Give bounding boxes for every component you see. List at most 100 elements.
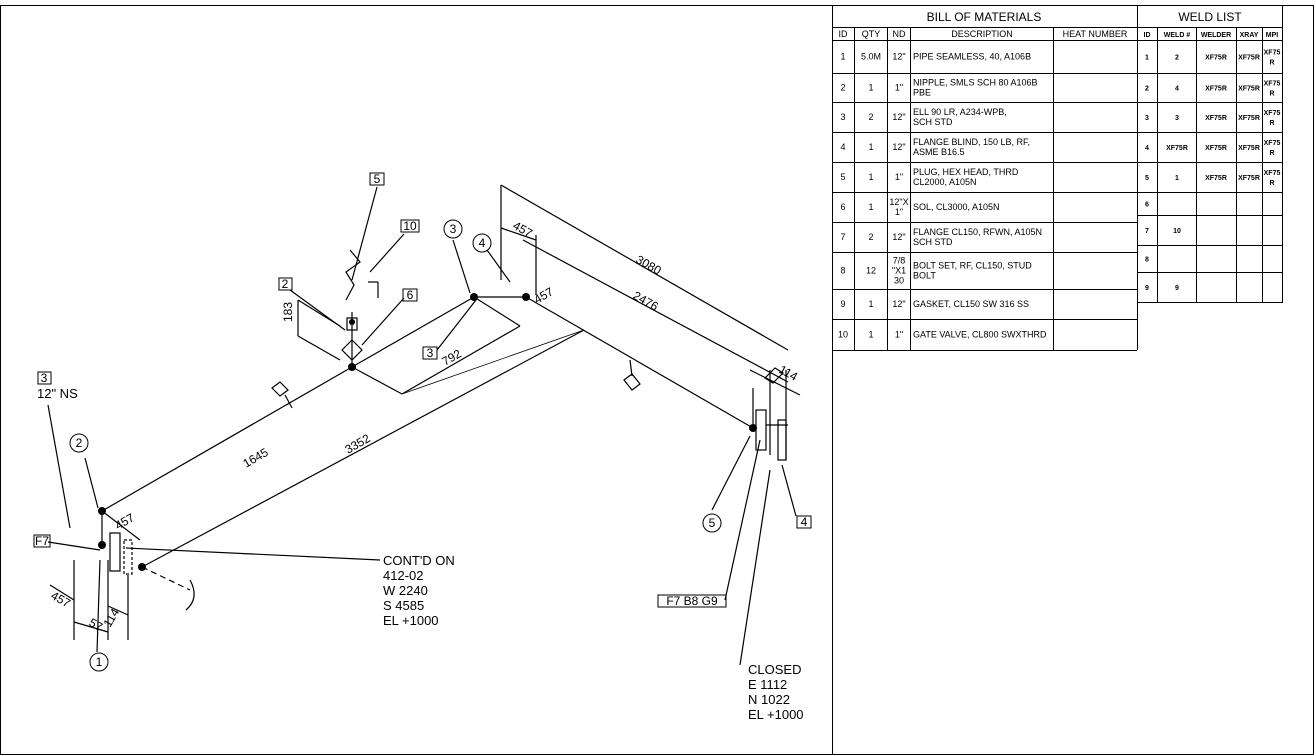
weld-cell-xray: XF75R	[1238, 86, 1260, 93]
box-F7: F7	[35, 534, 49, 548]
bom-cell-qty: 2	[868, 112, 873, 122]
leader-contd	[125, 547, 381, 561]
note-closed-line: E 1112	[748, 677, 787, 692]
bom-cell-nd: 12"	[892, 299, 905, 309]
weld-cell-mpi: R	[1269, 91, 1274, 98]
bom-cell-desc: ASME B16.5	[913, 147, 965, 157]
flange-left	[109, 532, 121, 572]
weld-cell-mpi: XF75	[1264, 170, 1281, 177]
bom-cell-nd: 12"	[892, 142, 905, 152]
bom-text: BILL OF MATERIALS ID QTY ND DESCRIPTION …	[839, 10, 1128, 39]
leader-box6	[361, 297, 405, 346]
weld-cell-number: 4	[1175, 86, 1179, 93]
bom-cell-nd: 7/8	[893, 256, 906, 266]
note-contd-line: EL +1000	[383, 613, 439, 628]
bom-cell-desc: PBE	[913, 88, 931, 98]
dim-57: 57	[87, 615, 106, 634]
label-box	[33, 534, 51, 548]
bom-cell-nd: 1"	[895, 172, 903, 182]
leader-box2	[289, 289, 346, 331]
bom-cell-desc: SCH STD	[913, 237, 953, 247]
bom-cell-qty: 1	[868, 83, 873, 93]
note-closed-line: CLOSED	[748, 662, 801, 677]
dim-114-right	[749, 369, 801, 396]
balloon-circle	[472, 233, 492, 253]
weld-cell-mpi: XF75	[1264, 140, 1281, 147]
weld-cell-welder: XF75R	[1205, 175, 1227, 182]
weld-cell-number: 2	[1175, 55, 1179, 62]
label-box	[402, 288, 418, 302]
balloon-circle	[443, 219, 463, 239]
bom-cell-qty: 1	[868, 330, 873, 340]
bom-cell-id: 8	[840, 266, 845, 276]
break-symbol	[185, 579, 195, 611]
dim-457-elbow-line	[473, 296, 521, 327]
isometric-drawing	[47, 184, 801, 666]
dim-457-elbow: 457	[532, 284, 557, 306]
bom-cell-qty: 1	[868, 142, 873, 152]
dim-114-line	[107, 605, 129, 616]
weld-cell-id: 7	[1145, 228, 1149, 235]
note-contd-line: S 4585	[383, 598, 424, 613]
weld-cell-mpi: XF75	[1264, 50, 1281, 57]
bom-cell-desc: GATE VALVE, CL800 SWXTHRD	[913, 330, 1047, 340]
bom-header-id: ID	[839, 29, 849, 39]
weld-dot	[349, 319, 355, 325]
box-2: 2	[282, 277, 289, 291]
weld-cell-id: 4	[1145, 145, 1149, 152]
bom-cell-desc: NIPPLE, SMLS SCH 80 A106B	[913, 78, 1038, 88]
box-6: 6	[407, 288, 414, 302]
dim-457-top: 457	[511, 218, 536, 240]
bom-cell-nd: "X1	[892, 266, 906, 276]
blind-flange-right	[777, 419, 787, 461]
leader-b5	[711, 435, 751, 511]
bom-cell-nd: 1"	[895, 207, 903, 217]
bom-cell-desc: BOLT SET, RF, CL150, STUD	[913, 261, 1032, 271]
balloon-5: 5	[709, 516, 716, 530]
label-box	[422, 346, 438, 360]
bom-cell-desc: PLUG, HEX HEAD, THRD	[913, 167, 1019, 177]
dim-183: 183	[281, 302, 295, 322]
leader-b2	[84, 457, 99, 509]
plug-icon	[346, 317, 358, 331]
label-box	[657, 594, 727, 608]
weld-header-weld: WELD #	[1164, 32, 1191, 39]
bom-cell-nd: 30	[894, 276, 904, 286]
bom-cell-nd: 1"	[895, 330, 903, 340]
leader-closed	[739, 469, 771, 666]
leader-b4	[486, 249, 511, 283]
weld-cell-id: 1	[1145, 55, 1149, 62]
note-contd-line: CONT'D ON	[383, 553, 455, 568]
leader-box4	[781, 464, 797, 517]
weld-cell-number: 9	[1175, 285, 1179, 292]
bom-cell-id: 6	[840, 202, 845, 212]
dim-57-line	[73, 621, 109, 633]
weld-dot	[98, 541, 106, 549]
dim-3352-line	[141, 329, 585, 568]
dim-792-line	[351, 366, 403, 395]
flow-arrow-right-tail	[629, 359, 633, 377]
bom-cell-desc: ELL 90 LR, A234-WPB,	[913, 107, 1007, 117]
weld-cell-mpi: R	[1269, 180, 1274, 187]
label-box	[796, 515, 812, 529]
weld-header-id: ID	[1144, 32, 1151, 39]
bom-cell-qty: 12	[866, 266, 876, 276]
flow-arrow-right	[623, 373, 641, 391]
box-fbg: F7 B8 G9	[666, 594, 718, 608]
weld-header-xray: XRAY	[1240, 32, 1259, 39]
note-contd-line: 412-02	[383, 568, 423, 583]
bom-header-desc: DESCRIPTION	[951, 29, 1013, 39]
weld-cell-id: 9	[1145, 285, 1149, 292]
weld-cell-xray: XF75R	[1238, 115, 1260, 122]
balloon-1: 1	[96, 655, 103, 669]
weld-cell-welder: XF75R	[1205, 55, 1227, 62]
balloon-circle	[69, 433, 89, 453]
dim-457-top-line	[500, 227, 537, 241]
dim-457-left: 457	[113, 510, 138, 532]
note-12ns: 12" NS	[37, 386, 78, 401]
right-end-marker	[764, 367, 784, 384]
weld-cell-id: 6	[1145, 202, 1149, 209]
weld-cell-mpi: XF75	[1264, 110, 1281, 117]
weld-cell-id: 5	[1145, 175, 1149, 182]
